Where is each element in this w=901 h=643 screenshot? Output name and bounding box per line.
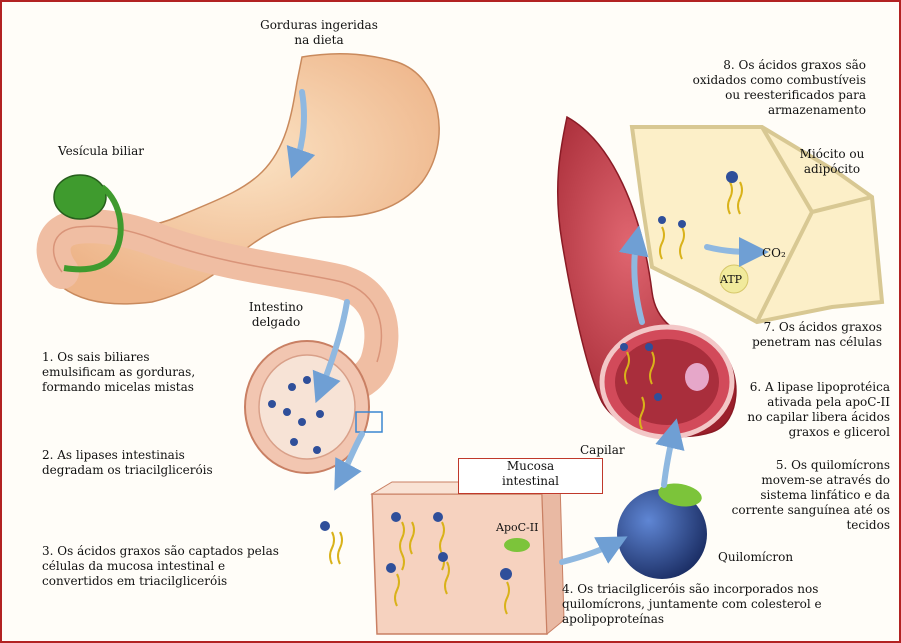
label-myocyte: Miócito ou adipócito	[799, 147, 865, 176]
label-small-intestine: Intestino delgado	[248, 300, 304, 329]
arrow-to-mucosa	[334, 431, 365, 491]
fatty-acids	[329, 521, 510, 615]
apoc2-marker	[504, 538, 530, 552]
label-step4: 4. Os triacilgliceróis são incorporados …	[562, 582, 822, 626]
mucosa-highlight	[355, 411, 383, 433]
label-intestinal-mucosa: Mucosa intestinal	[458, 458, 603, 494]
arrow-co2	[704, 236, 769, 267]
label-step7: 7. Os ácidos graxos penetram nas células	[752, 320, 882, 349]
arrow-ingest	[286, 89, 316, 179]
label-co2: CO₂	[762, 246, 786, 260]
label-atp: ATP	[720, 273, 743, 286]
lipase-spot	[685, 363, 709, 391]
atp-bubble	[719, 264, 749, 294]
label-step2: 2. As lipases intestinais degradam os tr…	[42, 448, 213, 477]
label-step3: 3. Os ácidos graxos são captados pelas c…	[42, 544, 279, 588]
label-dietary-fats: Gorduras ingeridas na dieta	[260, 18, 378, 47]
gallbladder-shape	[53, 174, 107, 220]
label-step6: 6. A lipase lipoprotéica ativada pela ap…	[747, 380, 890, 439]
label-gallbladder: Vesícula biliar	[58, 144, 145, 158]
arrow-to-capillary	[655, 418, 685, 488]
arrow-to-chylo	[559, 536, 628, 565]
label-apoc2: ApoC-II	[496, 521, 539, 534]
arrow-intestine	[312, 299, 350, 404]
label-step5: 5. Os quilomícrons movem-se através do s…	[731, 458, 890, 532]
chylomicron-shape	[617, 489, 707, 579]
label-chylomicron: Quilomícron	[718, 550, 794, 564]
cell-tissue	[629, 125, 885, 325]
label-capillary: Capilar	[580, 443, 625, 457]
label-step8: 8. Os ácidos graxos são oxidados como co…	[692, 58, 866, 117]
label-step1: 1. Os sais biliares emulsificam as gordu…	[42, 350, 196, 394]
bile-duct	[63, 184, 124, 273]
arrow-to-cell	[618, 225, 649, 325]
